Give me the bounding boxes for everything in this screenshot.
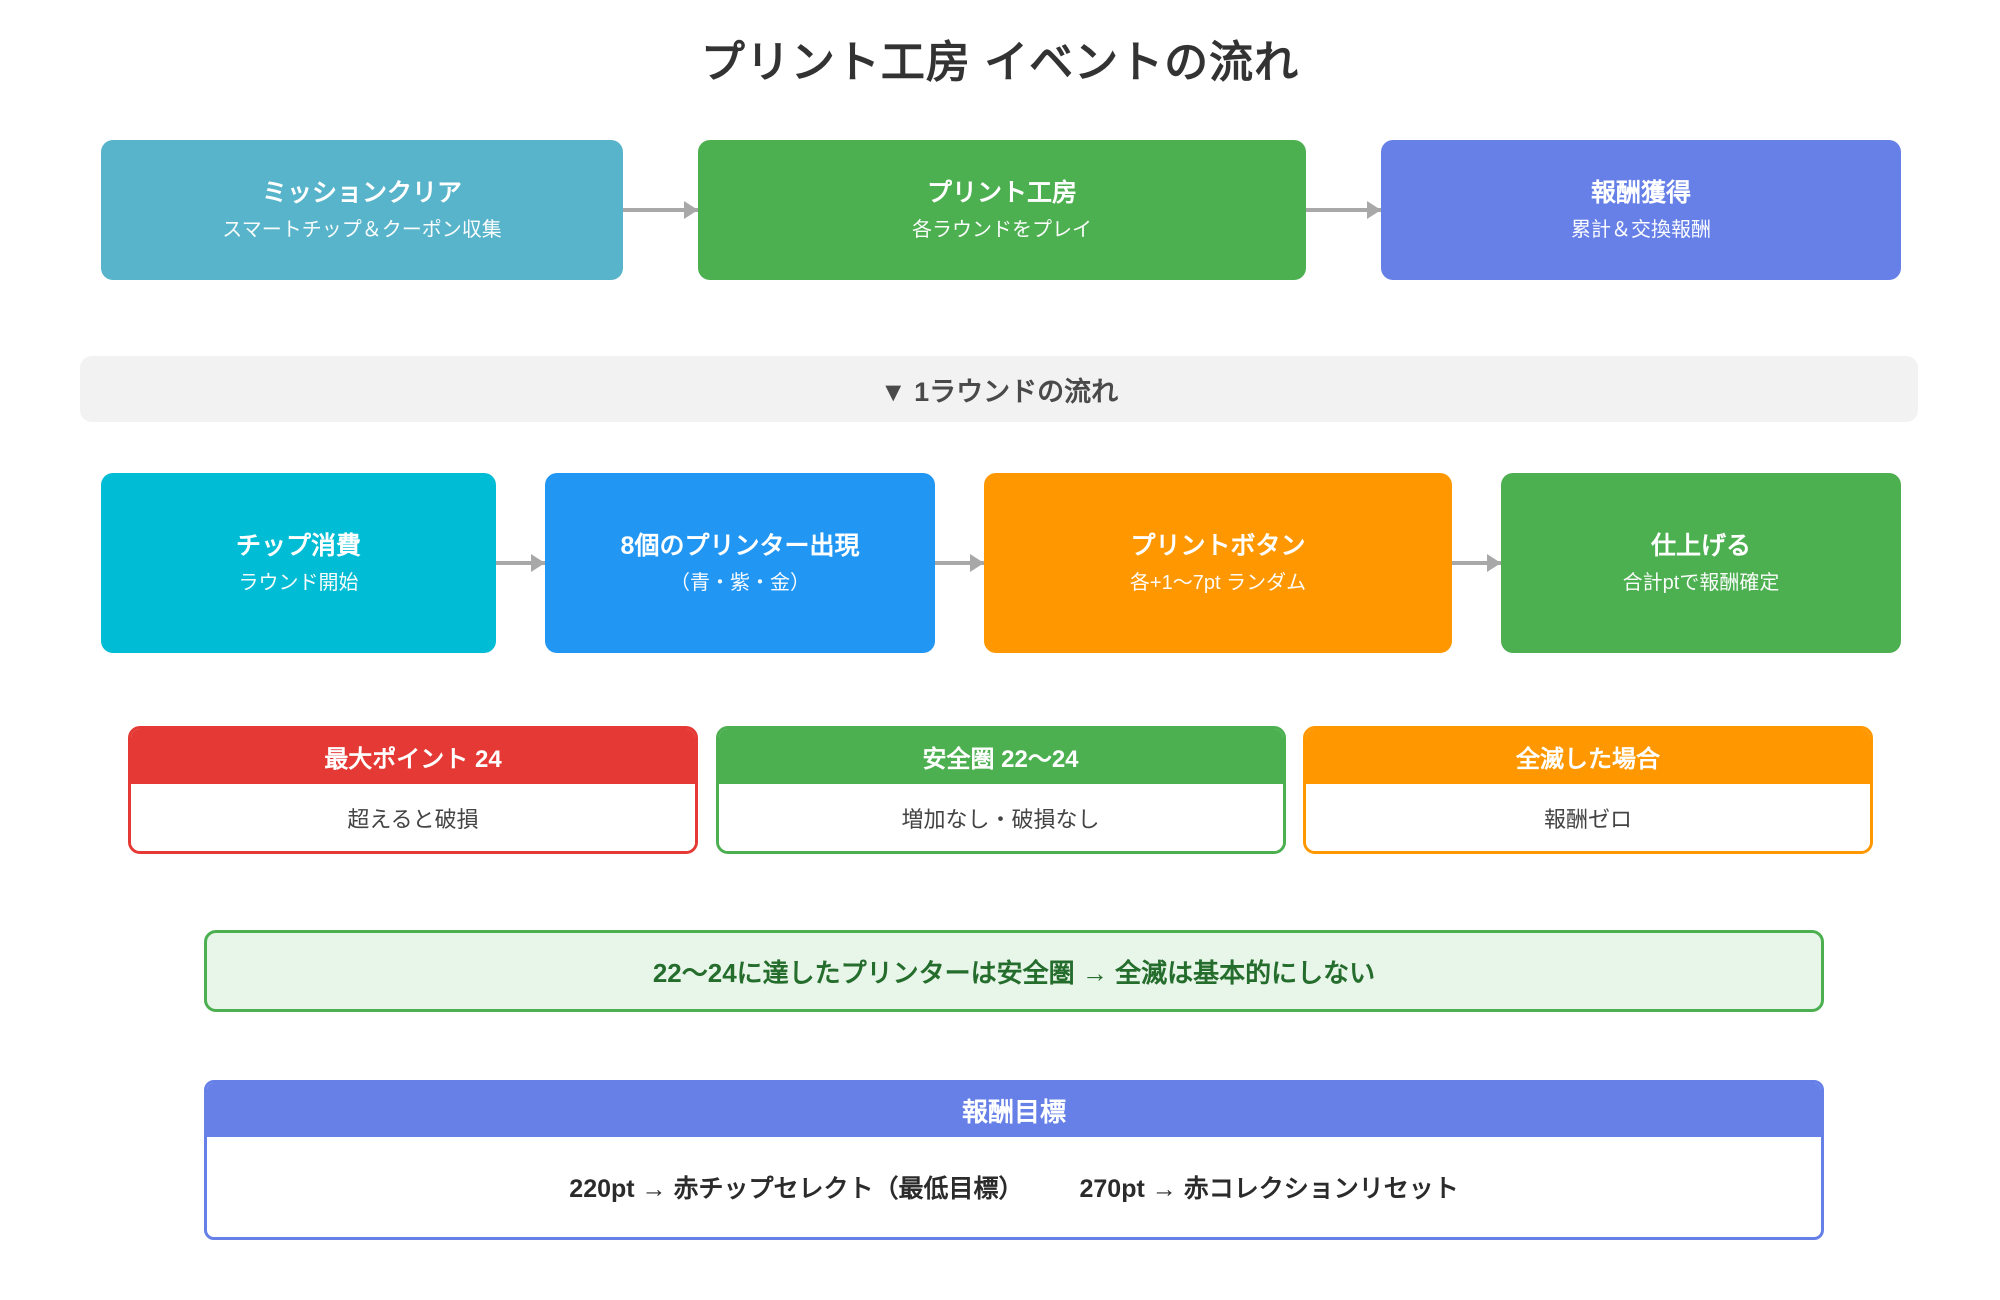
arrow-right-icon [623,201,698,219]
reward-goal-header: 報酬目標 [207,1083,1821,1137]
arrow-right-icon [1452,554,1501,572]
round-step-printers-appear[interactable]: 8個のプリンター出現 （青・紫・金） [545,473,935,653]
round-step-finish[interactable]: 仕上げる 合計ptで報酬確定 [1501,473,1901,653]
flow-step-subtitle: 累計＆交換報酬 [1571,219,1711,241]
round-step-title: プリントボタン [1130,532,1306,560]
rule-card-safe-zone[interactable]: 安全圏 22〜24 増加なし・破損なし [715,726,1286,854]
arrow-shaft [623,208,698,212]
flow-step-title: プリント工房 [926,179,1077,207]
flow-step-subtitle: 各ラウンドをプレイ [912,219,1092,241]
top-flow-row: ミッションクリア スマートチップ＆クーポン収集 プリント工房 各ラウンドをプレイ… [101,140,1901,280]
arrow-shaft [935,561,984,565]
arrow-head [531,554,545,572]
arrow-shaft [1452,561,1501,565]
round-step-subtitle: 各+1〜7pt ランダム [1129,572,1307,594]
flow-step-title: ミッションクリア [261,179,462,207]
reward-goal-body: 220pt → 赤チップセレクト（最低目標） 270pt → 赤コレクションリセ… [207,1137,1821,1237]
round-step-title: チップ消費 [235,532,361,560]
rule-cards-row: 最大ポイント 24 超えると破損 安全圏 22〜24 増加なし・破損なし 全滅し… [128,726,1873,854]
round-step-print-button[interactable]: プリントボタン 各+1〜7pt ランダム [984,473,1452,653]
arrow-head [1487,554,1501,572]
round-flow-row: チップ消費 ラウンド開始 8個のプリンター出現 （青・紫・金） プリントボタン … [101,473,1901,653]
flow-step-mission-clear[interactable]: ミッションクリア スマートチップ＆クーポン収集 [101,140,623,280]
flow-step-reward-acquire[interactable]: 報酬獲得 累計＆交換報酬 [1381,140,1901,280]
round-step-title: 8個のプリンター出現 [620,532,860,560]
flow-step-subtitle: スマートチップ＆クーポン収集 [222,219,502,241]
round-step-title: 仕上げる [1650,532,1751,560]
arrow-shaft [1306,208,1381,212]
note-banner-safe-zone: 22〜24に達したプリンターは安全圏 → 全滅は基本的にしない [204,930,1824,1012]
reward-goal-item: 270pt → 赤コレクションリセット [1079,1175,1459,1203]
round-step-subtitle: （青・紫・金） [670,572,810,594]
rule-card-wipeout[interactable]: 全滅した場合 報酬ゼロ [1303,726,1873,854]
arrow-head [970,554,984,572]
page-title: プリント工房 イベントの流れ [700,38,1300,87]
rule-card-header: 全滅した場合 [1306,729,1870,784]
reward-goal-item: 220pt → 赤チップセレクト（最低目標） [569,1175,1024,1203]
rule-card-body: 増加なし・破損なし [718,784,1283,851]
reward-goal-panel: 報酬目標 220pt → 赤チップセレクト（最低目標） 270pt → 赤コレク… [204,1080,1824,1240]
round-step-subtitle: ラウンド開始 [238,572,359,594]
rule-card-header: 最大ポイント 24 [131,729,695,784]
arrow-right-icon [1306,201,1381,219]
round-step-chip-consume[interactable]: チップ消費 ラウンド開始 [101,473,496,653]
arrow-shaft [496,561,545,565]
rule-card-body: 超えると破損 [131,784,695,851]
rule-card-body: 報酬ゼロ [1306,784,1870,851]
arrow-head [1367,201,1381,219]
section-header-round-flow: ▼ 1ラウンドの流れ [80,356,1918,422]
rule-card-header: 安全圏 22〜24 [718,729,1283,784]
rule-card-max-points[interactable]: 最大ポイント 24 超えると破損 [128,726,698,854]
arrow-right-icon [935,554,984,572]
round-step-subtitle: 合計ptで報酬確定 [1622,572,1780,594]
arrow-right-icon [496,554,545,572]
flow-step-title: 報酬獲得 [1590,179,1691,207]
flow-step-print-workshop[interactable]: プリント工房 各ラウンドをプレイ [698,140,1306,280]
arrow-head [684,201,698,219]
